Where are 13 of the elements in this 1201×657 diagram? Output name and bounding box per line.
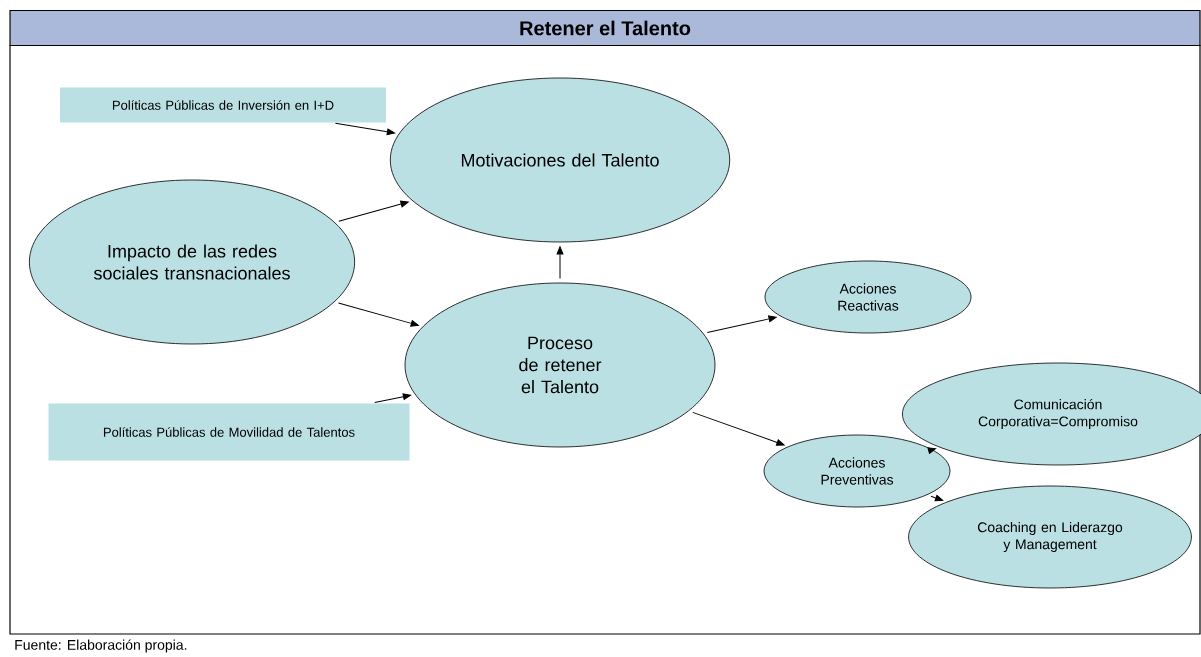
arrow [927, 447, 937, 454]
policy-box: Políticas Públicas de Inversión en I+D [60, 87, 386, 123]
arrow [692, 411, 785, 446]
caption: Fuente: Elaboración propia. [15, 639, 187, 653]
policy-box: Políticas Públicas de Movilidad de Talentos [48, 403, 410, 461]
arrow [930, 494, 944, 502]
title-band: Retener el Talento [9, 9, 1201, 47]
arrow [334, 122, 395, 136]
arrow [706, 315, 777, 333]
arrow [374, 393, 412, 403]
arrow [338, 200, 409, 222]
arrow [338, 302, 419, 327]
arrow [556, 246, 564, 280]
